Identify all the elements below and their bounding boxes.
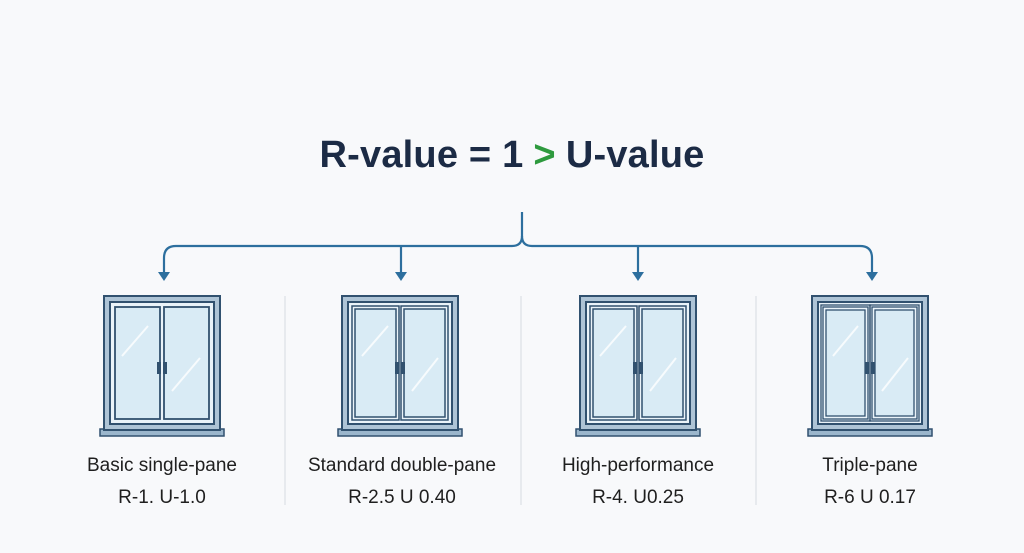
window-1-values: R-1. U-1.0 — [118, 487, 206, 508]
connector-arrowheads — [158, 272, 878, 281]
window-icon-triple-pane — [807, 295, 933, 437]
formula-title: R-value = 1>U-value — [0, 134, 1024, 177]
window-3-name: High-performance — [561, 455, 715, 476]
window-2-name: Standard double-pane — [307, 455, 497, 476]
connector-lines — [162, 212, 874, 276]
window-icon-single-pane — [99, 295, 225, 437]
window-2-values: R-2.5 U 0.40 — [348, 487, 456, 508]
window-icon-double-pane — [337, 295, 463, 437]
formula-right: U-value — [565, 134, 705, 176]
arrow-down-icon — [632, 272, 644, 281]
arrow-down-icon — [395, 272, 407, 281]
column-separators — [284, 296, 757, 505]
window-icon-high-performance — [575, 295, 701, 437]
formula-left: R-value = 1 — [319, 134, 524, 176]
window-4-values: R-6 U 0.17 — [824, 487, 916, 508]
window-3-values: R-4. U0.25 — [592, 487, 684, 508]
arrow-down-icon — [158, 272, 170, 281]
window-1-name: Basic single-pane — [87, 455, 237, 476]
arrow-down-icon — [866, 272, 878, 281]
window-4-name: Triple-pane — [822, 455, 918, 476]
connector-right-branch — [520, 235, 874, 276]
connector-left-branch — [162, 212, 524, 276]
formula-operator: > — [533, 134, 556, 176]
